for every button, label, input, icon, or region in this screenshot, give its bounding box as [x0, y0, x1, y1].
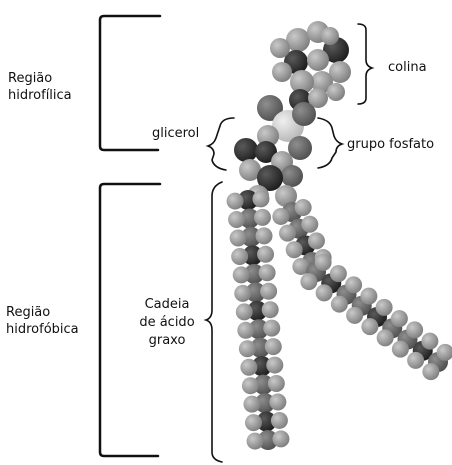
atom-sphere: [346, 307, 363, 324]
atom-sphere: [288, 136, 312, 160]
atom-sphere: [307, 49, 329, 71]
atom-sphere: [268, 375, 285, 392]
atom-sphere: [377, 329, 394, 346]
atom-sphere: [266, 357, 283, 374]
atom-sphere: [407, 352, 424, 369]
atom-sphere: [361, 318, 378, 335]
atom-sphere: [360, 288, 377, 305]
atom-sphere: [256, 227, 273, 244]
hydrophilic-region-label: Região hidrofílica: [8, 70, 98, 104]
atom-spheres: [227, 21, 452, 450]
atom-sphere: [331, 296, 348, 313]
atom-sphere: [272, 208, 289, 225]
atom-sphere: [254, 209, 271, 226]
atom-sphere: [228, 211, 245, 228]
atom-sphere: [392, 341, 409, 358]
atom-sphere: [262, 301, 279, 318]
atom-sphere: [236, 303, 253, 320]
atom-sphere: [272, 62, 292, 82]
atom-sphere: [230, 230, 247, 247]
atom-sphere: [259, 264, 276, 281]
atom-sphere: [260, 283, 277, 300]
atom-sphere: [269, 393, 286, 410]
atom-sphere: [271, 412, 288, 429]
atom-sphere: [252, 190, 269, 207]
fatty-acid-label-line3: graxo: [124, 332, 210, 350]
atom-sphere: [272, 430, 289, 447]
hydrophilic-label-line2: hidrofílica: [8, 87, 98, 104]
atom-sphere: [292, 102, 316, 126]
atom-sphere: [247, 433, 264, 450]
atom-sphere: [295, 199, 312, 216]
atom-sphere: [281, 165, 303, 187]
atom-sphere: [240, 359, 257, 376]
phosphate-bracket: [318, 118, 342, 168]
atom-sphere: [231, 248, 248, 265]
atom-sphere: [265, 338, 282, 355]
atom-sphere: [406, 321, 423, 338]
atom-sphere: [286, 241, 303, 258]
phosphate-label: grupo fosfato: [347, 136, 434, 153]
atom-sphere: [237, 322, 254, 339]
atom-sphere: [330, 265, 347, 282]
atom-sphere: [316, 284, 333, 301]
hydrophobic-label-line2: hidrofóbica: [6, 321, 101, 338]
atom-sphere: [421, 333, 438, 350]
hydrophilic-label-line1: Região: [8, 70, 98, 87]
hydrophobic-region-label: Região hidrofóbica: [6, 304, 101, 338]
fatty-acid-label: Cadeia de ácido graxo: [124, 296, 210, 350]
choline-label: colina: [388, 59, 427, 76]
atom-sphere: [245, 414, 262, 431]
glycerol-bracket: [208, 118, 234, 170]
atom-sphere: [327, 83, 345, 101]
fatty-acid-label-line2: de ácido: [124, 314, 210, 332]
atom-sphere: [233, 266, 250, 283]
atom-sphere: [263, 320, 280, 337]
atom-sphere: [308, 232, 325, 249]
atom-sphere: [279, 225, 296, 242]
atom-sphere: [242, 377, 259, 394]
hydrophilic-bracket: [100, 16, 160, 150]
fatty-acid-label-line1: Cadeia: [124, 296, 210, 314]
choline-bracket: [358, 24, 372, 104]
atom-sphere: [301, 216, 318, 233]
glycerol-label: glicerol: [152, 125, 199, 142]
atom-sphere: [321, 27, 339, 45]
atom-sphere: [345, 276, 362, 293]
atom-sphere: [376, 299, 393, 316]
atom-sphere: [234, 285, 251, 302]
atom-sphere: [422, 363, 439, 380]
atom-sphere: [257, 246, 274, 263]
hydrophobic-label-line1: Região: [6, 304, 101, 321]
atom-sphere: [243, 396, 260, 413]
atom-sphere: [227, 193, 244, 210]
atom-sphere: [300, 273, 317, 290]
atom-sphere: [270, 38, 290, 58]
atom-sphere: [391, 310, 408, 327]
atom-sphere: [239, 340, 256, 357]
atom-sphere: [315, 254, 332, 271]
atom-sphere: [234, 138, 258, 162]
